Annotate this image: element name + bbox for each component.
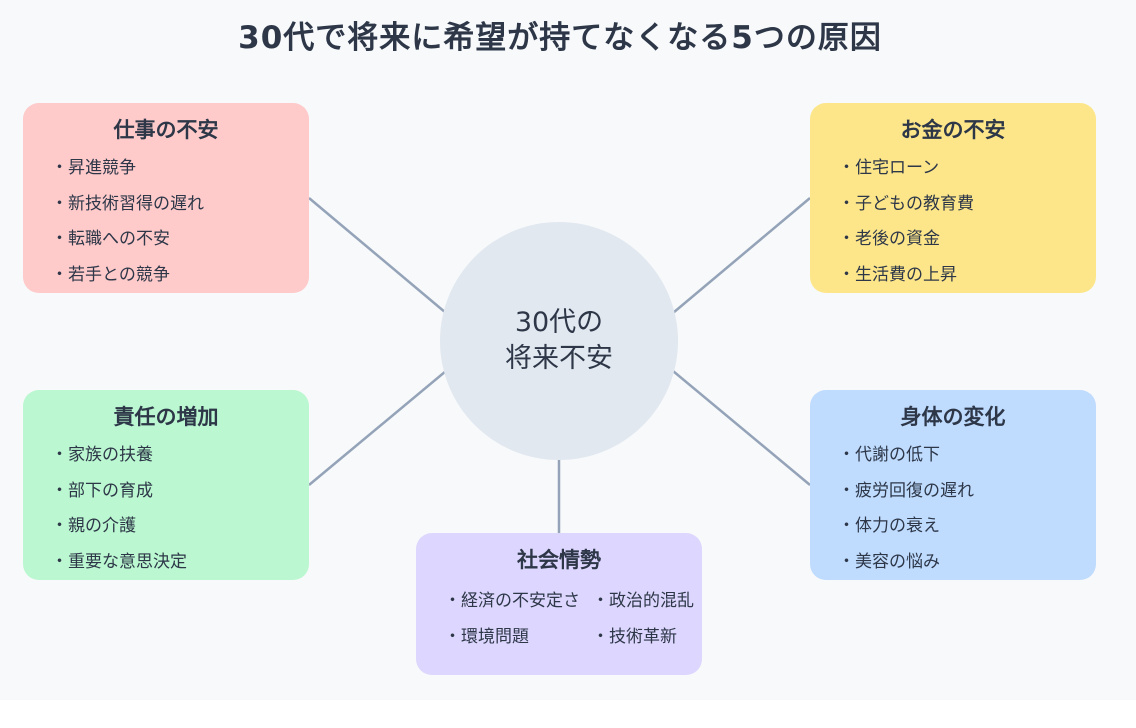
list-item: 昇進競争 bbox=[51, 151, 309, 187]
list-item: 経済の不安定さ bbox=[444, 583, 592, 619]
category-items: 昇進競争 新技術習得の遅れ 転職への不安 若手との競争 bbox=[23, 151, 309, 293]
category-title: 身体の変化 bbox=[900, 405, 1006, 429]
category-title: 社会情勢 bbox=[517, 548, 601, 572]
list-item: 転職への不安 bbox=[51, 222, 309, 258]
category-items: 住宅ローン 子どもの教育費 老後の資金 生活費の上昇 bbox=[810, 151, 1096, 293]
connector-work bbox=[308, 197, 453, 319]
category-items: 家族の扶養 部下の育成 親の介護 重要な意思決定 bbox=[23, 438, 309, 580]
connector-responsibility bbox=[308, 365, 453, 486]
list-item: 生活費の上昇 bbox=[838, 258, 1096, 294]
list-item: 住宅ローン bbox=[838, 151, 1096, 187]
diagram-title: 30代で将来に希望が持てなくなる5つの原因 bbox=[238, 20, 882, 56]
connector-lines bbox=[308, 197, 811, 533]
list-item: 老後の資金 bbox=[838, 222, 1096, 258]
category-responsibility: 責任の増加 家族の扶養 部下の育成 親の介護 重要な意思決定 bbox=[23, 390, 309, 580]
list-item: 親の介護 bbox=[51, 509, 309, 545]
connector-money bbox=[666, 197, 811, 319]
connector-body bbox=[666, 365, 811, 486]
list-item: 部下の育成 bbox=[51, 474, 309, 510]
category-items: 代謝の低下 疲労回復の遅れ 体力の衰え 美容の悩み bbox=[810, 438, 1096, 580]
center-line-2: 将来不安 bbox=[505, 343, 613, 374]
list-item: 環境問題 bbox=[444, 619, 592, 655]
category-body: 身体の変化 代謝の低下 疲労回復の遅れ 体力の衰え 美容の悩み bbox=[810, 390, 1096, 580]
list-item: 技術革新 bbox=[592, 619, 712, 655]
center-node: 30代の 将来不安 bbox=[440, 222, 678, 460]
list-item: 家族の扶養 bbox=[51, 438, 309, 474]
category-title: 責任の増加 bbox=[113, 405, 219, 429]
list-item: 重要な意思決定 bbox=[51, 545, 309, 581]
center-line-1: 30代の bbox=[514, 307, 604, 338]
category-money: お金の不安 住宅ローン 子どもの教育費 老後の資金 生活費の上昇 bbox=[810, 103, 1096, 293]
category-title: 仕事の不安 bbox=[113, 118, 219, 142]
list-item: 若手との競争 bbox=[51, 258, 309, 294]
category-title: お金の不安 bbox=[900, 118, 1006, 142]
list-item: 子どもの教育費 bbox=[838, 187, 1096, 223]
list-item: 美容の悩み bbox=[838, 545, 1096, 581]
list-item: 新技術習得の遅れ bbox=[51, 187, 309, 223]
category-work: 仕事の不安 昇進競争 新技術習得の遅れ 転職への不安 若手との競争 bbox=[23, 103, 309, 293]
list-item: 疲労回復の遅れ bbox=[838, 474, 1096, 510]
diagram-canvas: 30代で将来に希望が持てなくなる5つの原因 30代の 将来不安 仕事の不安 昇進… bbox=[0, 0, 1136, 700]
category-social: 社会情勢 経済の不安定さ 政治的混乱 環境問題 技術革新 bbox=[416, 533, 702, 675]
list-item: 政治的混乱 bbox=[592, 583, 712, 619]
list-item: 代謝の低下 bbox=[838, 438, 1096, 474]
category-items: 経済の不安定さ 政治的混乱 環境問題 技術革新 bbox=[416, 583, 702, 655]
list-item: 体力の衰え bbox=[838, 509, 1096, 545]
